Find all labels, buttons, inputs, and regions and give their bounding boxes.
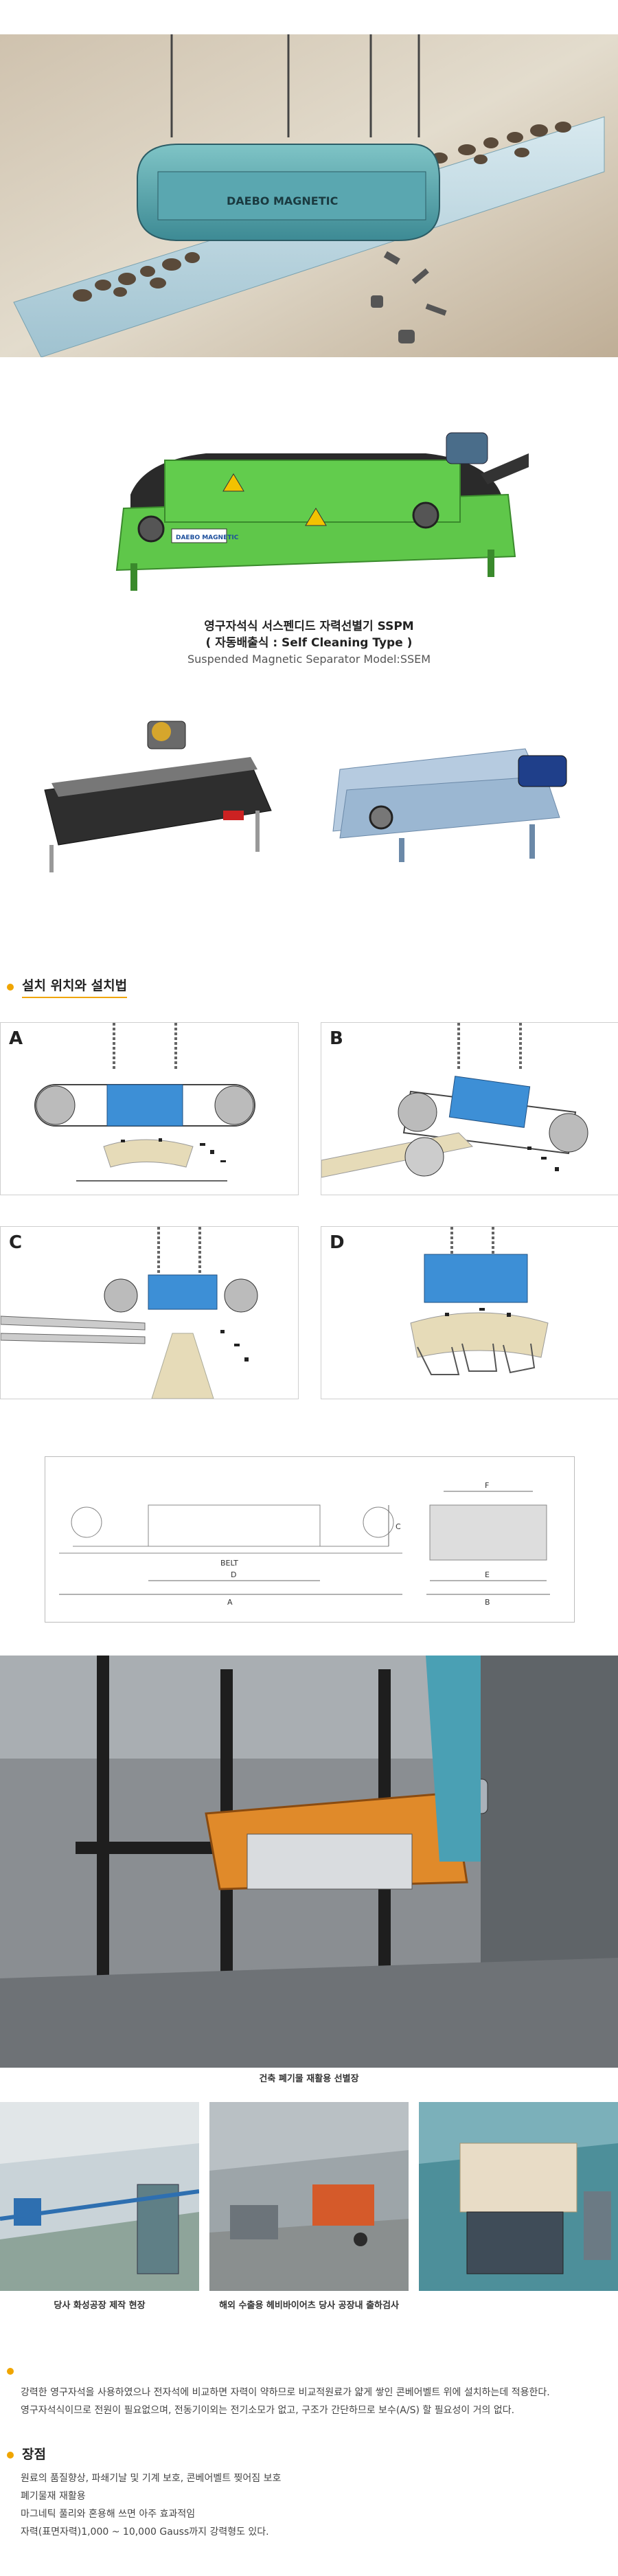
dim-label-f: F (485, 1481, 489, 1490)
panel-letter-a: A (9, 1028, 23, 1049)
dim-label-e: E (485, 1570, 490, 1579)
panel-letter-c: C (9, 1232, 23, 1253)
panel-letter-d: D (330, 1232, 345, 1253)
dimension-drawing: C BELT D A F E B (45, 1456, 575, 1623)
panel-letter-b: B (330, 1028, 343, 1049)
factory-photo-2 (209, 2102, 409, 2291)
site-photo (0, 1656, 618, 2068)
merits-section-header: 장점 (7, 2444, 46, 2465)
description-bullet (7, 2364, 22, 2377)
product-nameplate: DAEBO MAGNETIC (176, 534, 239, 541)
dimension-diagram: C BELT D A F E B (59, 1481, 550, 1607)
merit-item: 자력(표면자력)1,000 ~ 10,000 Gauss까지 강력형도 있다. (21, 2527, 269, 2538)
dim-label-belt: BELT (220, 1559, 238, 1568)
factory-photo-3 (419, 2102, 618, 2291)
product-model: Suspended Magnetic Separator Model:SSEM (187, 653, 431, 666)
merit-item: 원료의 품질향상, 파쇄기날 및 기계 보호, 콘베어벨트 찢어짐 보호 (21, 2473, 282, 2484)
description-line: 강력한 영구자석을 사용하였으나 전자석에 비교하면 자력이 약하므로 비교적원… (21, 2387, 550, 2398)
install-diagram-a (34, 1023, 255, 1182)
dim-label-b: B (485, 1598, 490, 1607)
product-photo-dark (44, 721, 272, 872)
product-subtitle: ( 자동배출식 : Self Cleaning Type ) (205, 636, 413, 650)
description-line: 영구자석식이므로 전원이 필요없으며, 전동기이외는 전기소모가 없고, 구조가… (21, 2405, 515, 2416)
bullet-dot-icon (7, 983, 14, 991)
install-panel-b: B (321, 1022, 618, 1195)
install-section-title: 설치 위치와 설치법 (22, 975, 128, 998)
bullet-dot-icon (7, 2368, 14, 2375)
site-photo-caption: 건축 폐기물 재활용 선별장 (259, 2074, 359, 2084)
install-panel-d: D (321, 1226, 618, 1399)
dim-label-d: D (231, 1570, 236, 1579)
merits-title: 장점 (22, 2447, 46, 2462)
bullet-dot-icon (7, 2451, 14, 2459)
install-panel-c: C (0, 1226, 299, 1399)
install-diagram-d (410, 1227, 549, 1375)
product-photo-blue (332, 748, 567, 862)
dim-label-c: C (396, 1522, 401, 1531)
hero-illustration: DAEBO MAGNETIC (0, 34, 618, 357)
product-caption: 영구자석식 서스펜디드 자력선별기 SSPM ( 자동배출식 : Self Cl… (0, 618, 618, 668)
install-section-header: 설치 위치와 설치법 (7, 975, 128, 998)
hero-magnet-label: DAEBO MAGNETIC (227, 194, 338, 207)
factory-photo-1-caption: 당사 화성공장 제작 현장 (54, 2301, 146, 2311)
install-diagram-c (0, 1227, 258, 1399)
factory-photo-1 (0, 2102, 199, 2291)
install-diagram-b (321, 1023, 588, 1178)
install-panel-a: A (0, 1022, 299, 1195)
merit-item: 폐기물재 재활용 (21, 2491, 86, 2502)
product-machine-image: DAEBO MAGNETIC (115, 432, 529, 591)
factory-photo-2-caption: 해외 수출용 헤비바이어츠 당사 공장내 출하검사 (219, 2301, 399, 2311)
description-text: 강력한 영구자석을 사용하였으나 전자석에 비교하면 자력이 약하므로 비교적원… (21, 2384, 611, 2419)
merits-list: 원료의 품질향상, 파쇄기날 및 기계 보호, 콘베어벨트 찢어짐 보호 폐기물… (21, 2470, 611, 2541)
dim-label-a: A (227, 1598, 233, 1607)
merit-item: 마그네틱 풀리와 혼용해 쓰면 아주 효과적임 (21, 2509, 196, 2520)
product-title: 영구자석식 서스펜디드 자력선별기 SSPM (204, 620, 414, 633)
